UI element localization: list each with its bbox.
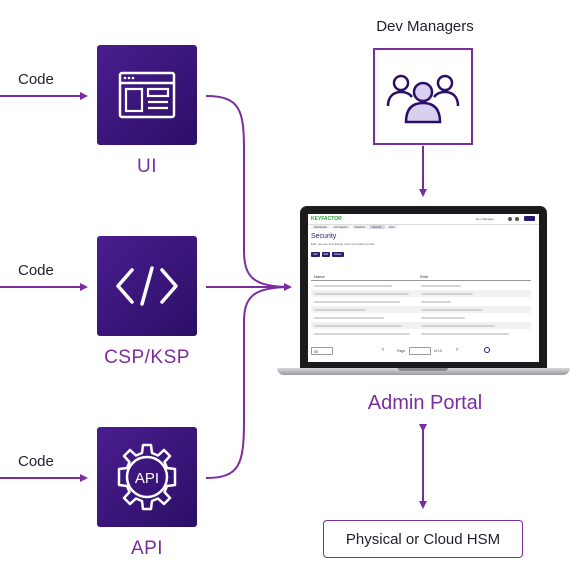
- tab-cert-search[interactable]: Cert Search: [330, 225, 351, 229]
- column-header-name[interactable]: Name: [314, 274, 325, 279]
- page-size-select[interactable]: 50: [311, 347, 333, 355]
- add-button[interactable]: Add: [311, 252, 320, 257]
- column-header-role[interactable]: Role: [420, 274, 429, 279]
- table-row[interactable]: [311, 282, 531, 289]
- laptop-base: [277, 368, 570, 375]
- ui-tile[interactable]: [97, 45, 197, 145]
- delete-button[interactable]: Delete: [332, 252, 344, 257]
- admin-portal-label: Admin Portal: [367, 392, 483, 414]
- table-row[interactable]: [311, 298, 531, 305]
- next-page-icon[interactable]: ›: [456, 347, 458, 353]
- table-row[interactable]: [311, 290, 531, 297]
- dev-managers-box[interactable]: [373, 48, 473, 145]
- screen-description: Edit, remove and assign roles and audit …: [311, 242, 375, 246]
- table-header-divider: [311, 280, 531, 281]
- code-label-api: Code: [18, 453, 54, 470]
- screen-tabs: Dashboard Cert Search Workflow Security …: [311, 225, 398, 229]
- tab-tools[interactable]: Tools: [385, 225, 398, 229]
- help-icon[interactable]: [508, 217, 512, 221]
- screen-topbar: KEYFACTOR Dev Manager: [308, 214, 539, 225]
- hsm-box[interactable]: Physical or Cloud HSM: [323, 520, 523, 558]
- api-gear-icon: API: [117, 443, 177, 511]
- admin-portal-screen[interactable]: KEYFACTOR Dev Manager Dashboard Cert Sea…: [308, 214, 539, 362]
- settings-icon[interactable]: [515, 217, 519, 221]
- dev-managers-label: Dev Managers: [376, 18, 474, 35]
- page-label: Page: [397, 349, 406, 353]
- tab-security[interactable]: Security: [369, 225, 385, 229]
- code-label-ui: Code: [18, 71, 54, 88]
- page-of-label: of 10: [434, 349, 442, 353]
- table-row[interactable]: [311, 322, 531, 329]
- tab-dashboard[interactable]: Dashboard: [311, 225, 330, 229]
- user-group-icon: [386, 74, 460, 123]
- table-row[interactable]: [311, 314, 531, 321]
- edit-button[interactable]: Edit: [321, 252, 331, 257]
- ui-label: UI: [137, 156, 157, 177]
- api-icon-text: API: [135, 470, 159, 487]
- screen-top-button[interactable]: [524, 216, 535, 221]
- code-brackets-icon: [116, 266, 178, 306]
- tab-workflow[interactable]: Workflow: [351, 225, 369, 229]
- csp-ksp-label: CSP/KSP: [104, 347, 190, 368]
- screen-user: Dev Manager: [476, 217, 495, 221]
- api-tile[interactable]: API: [97, 427, 197, 527]
- refresh-icon[interactable]: [484, 347, 490, 353]
- table-row[interactable]: [311, 330, 531, 337]
- code-label-csp: Code: [18, 262, 54, 279]
- table-row[interactable]: [311, 306, 531, 313]
- screen-actions: Add Edit Delete: [311, 252, 344, 257]
- screen-logo: KEYFACTOR: [311, 216, 342, 222]
- api-label: API: [130, 538, 164, 559]
- hsm-label: Physical or Cloud HSM: [345, 530, 501, 548]
- page-number-input[interactable]: [409, 347, 431, 355]
- browser-window-icon: [118, 71, 176, 119]
- laptop-notch: [398, 368, 448, 371]
- prev-page-icon[interactable]: ‹: [382, 347, 384, 353]
- csp-ksp-tile[interactable]: [97, 236, 197, 336]
- screen-page-title: Security: [311, 233, 337, 240]
